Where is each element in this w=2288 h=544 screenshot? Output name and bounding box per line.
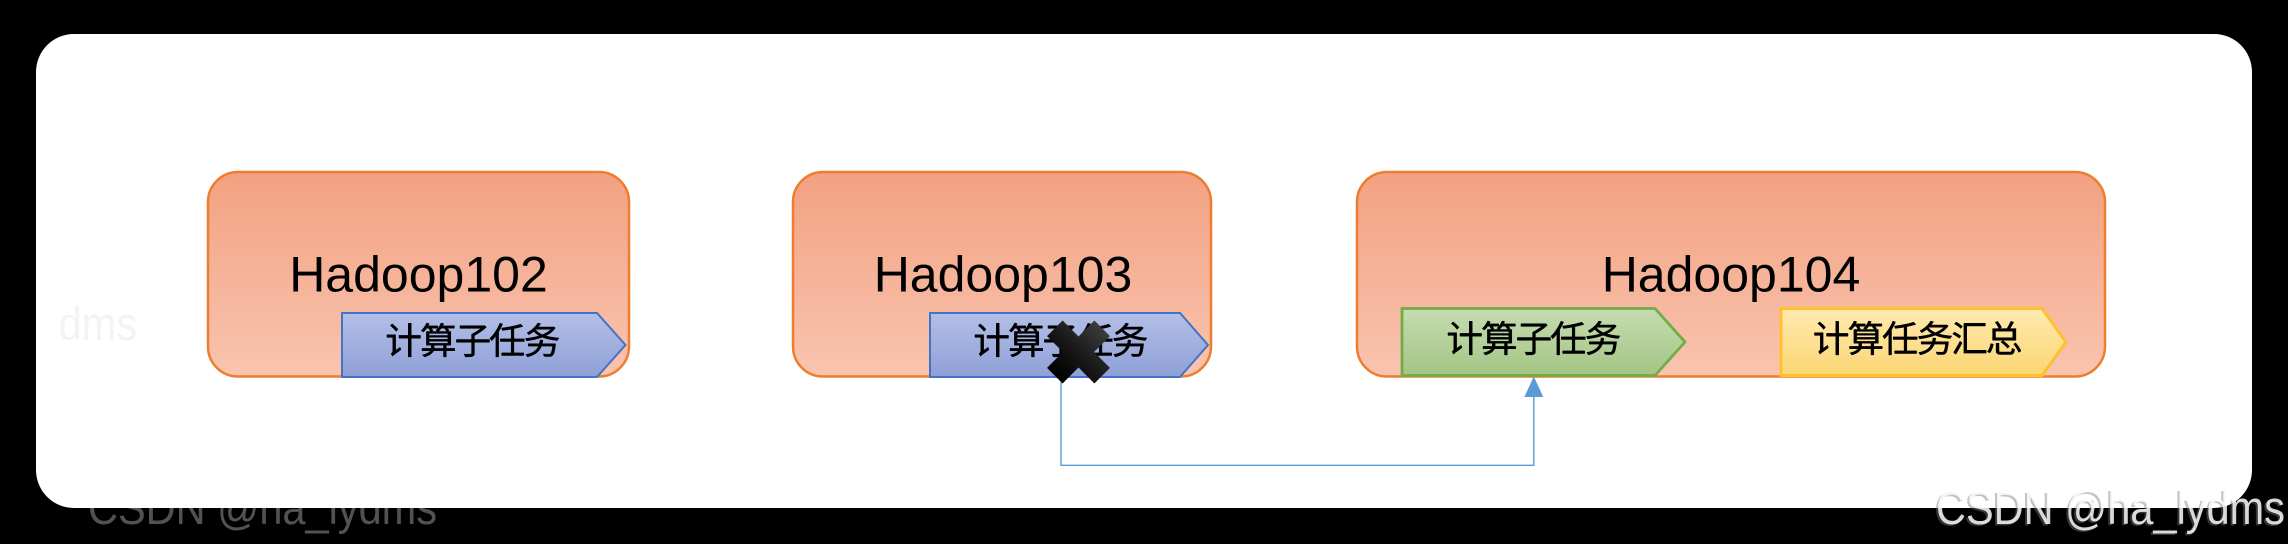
svg-text:CSDN @ha_lydms: CSDN @ha_lydms — [0, 298, 137, 351]
svg-text:Hadoop104: Hadoop104 — [1602, 246, 1861, 302]
svg-text:CSDN @ha_lydms: CSDN @ha_lydms — [88, 482, 437, 535]
svg-text:CSDN @ha_lydms: CSDN @ha_lydms — [1934, 484, 2283, 537]
svg-text:Hadoop103: Hadoop103 — [874, 246, 1133, 302]
svg-text:Hadoop102: Hadoop102 — [289, 246, 548, 302]
svg-text:CSDN @ha_lydms: CSDN @ha_lydms — [1936, 482, 2285, 535]
